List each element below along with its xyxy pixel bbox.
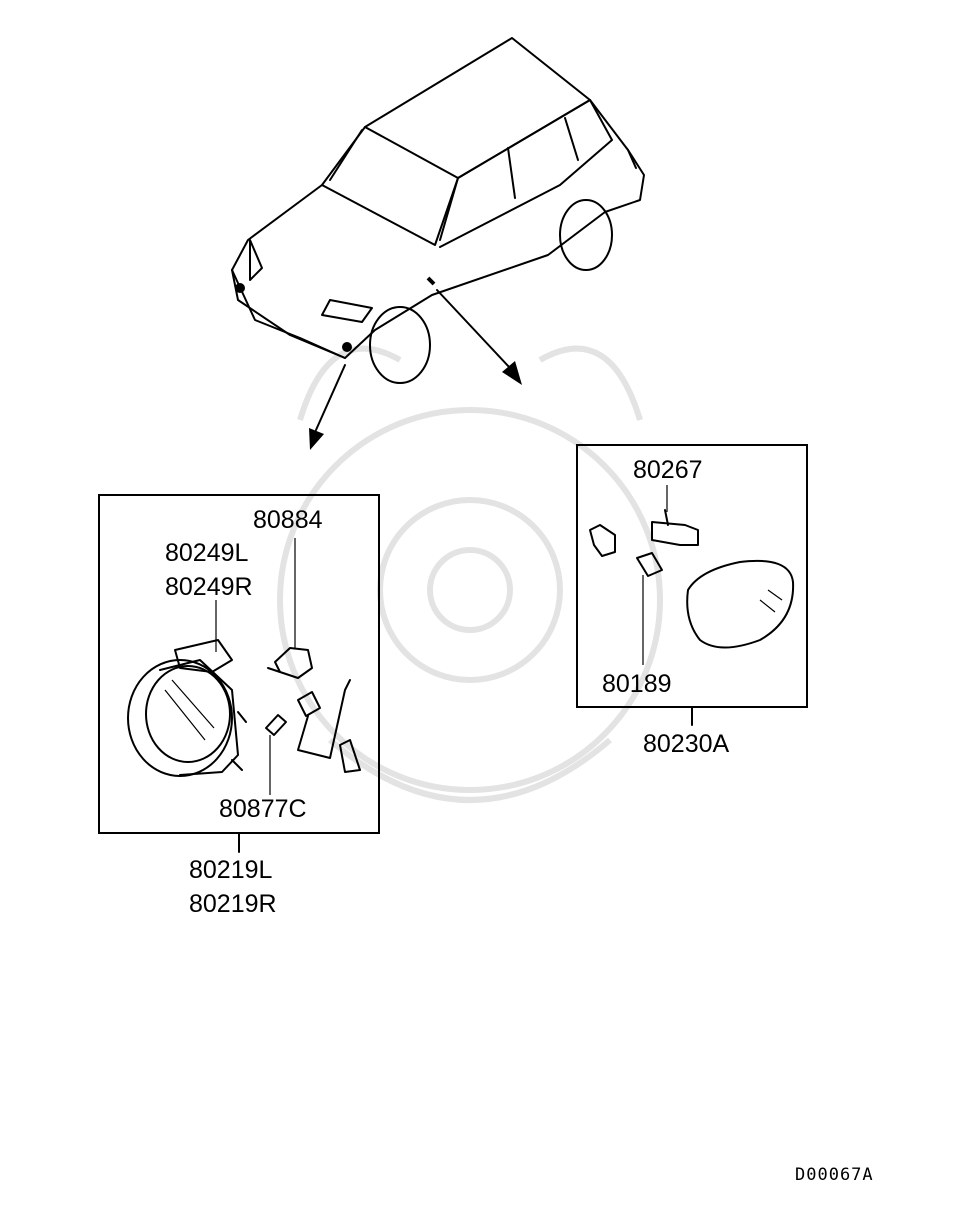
side-lamp-lens (686, 559, 795, 649)
side-lamp-group-box (576, 444, 808, 708)
part-label-80884: 80884 (253, 506, 323, 534)
fog-lamp-housing (127, 639, 247, 777)
fog-bulb (267, 647, 313, 679)
side-lamp-socket (589, 524, 616, 557)
watermark-emblem (277, 345, 663, 803)
part-label-80267: 80267 (633, 456, 703, 484)
assembly-label-80219R: 80219R (189, 890, 277, 918)
assembly-label-80219L: 80219L (189, 856, 273, 884)
leader-arrow-fog-lamp (309, 364, 346, 450)
part-label-80249L: 80249L (165, 539, 249, 567)
vehicle-illustration (231, 37, 645, 384)
part-label-80877C: 80877C (219, 795, 307, 823)
side-lamp-bracket (651, 509, 699, 546)
part-label-80249R: 80249R (165, 573, 253, 601)
part-label-80189: 80189 (602, 670, 672, 698)
leader-arrow-side-lamp (436, 289, 522, 385)
assembly-label-80230A: 80230A (643, 730, 730, 758)
diagram-id: D00067A (795, 1165, 874, 1185)
fog-harness (297, 679, 361, 773)
fog-screw (265, 714, 287, 736)
side-lamp-bulb (636, 552, 663, 577)
